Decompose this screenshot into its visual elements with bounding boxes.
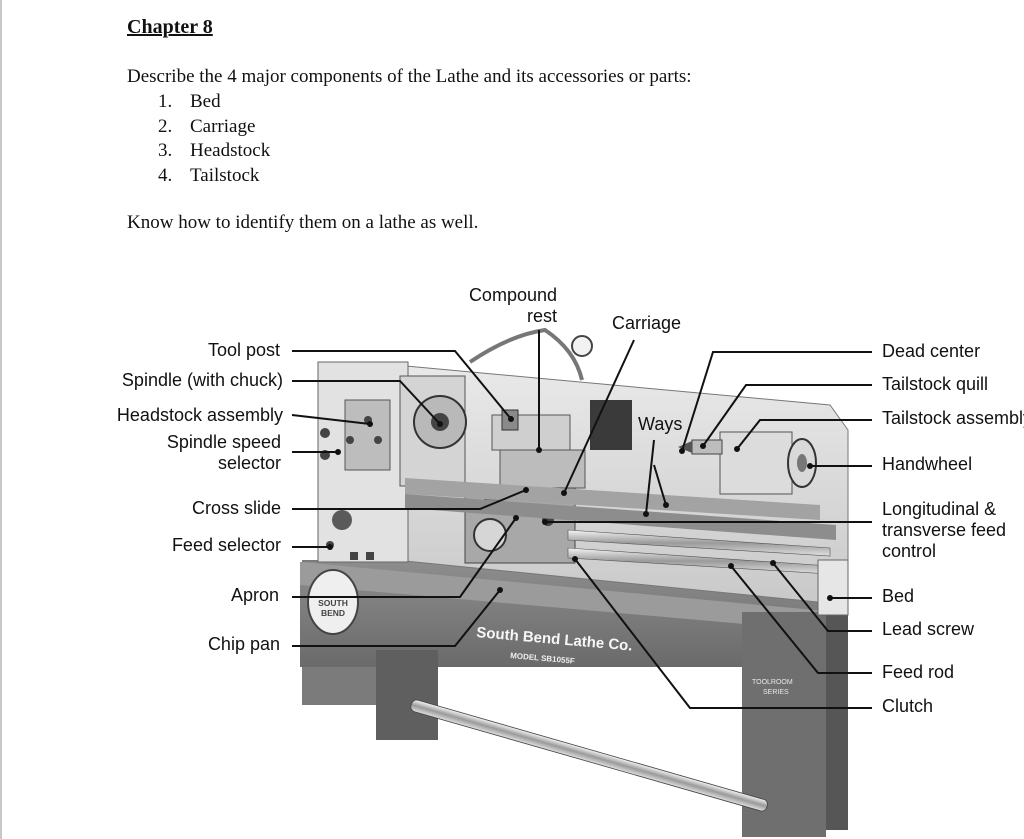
end-box [817, 559, 849, 616]
label-tailstock-quill: Tailstock quill [882, 374, 989, 394]
label-ways: Ways [638, 414, 683, 434]
leader-headstock [291, 414, 371, 425]
leader-chip-pan [292, 589, 501, 647]
leader-tailstock-quill [702, 384, 872, 447]
right-cabinet-side [826, 605, 848, 830]
dro-display [590, 400, 632, 450]
tailstock-body [719, 431, 793, 495]
chip-pan-lip [300, 562, 836, 632]
list-item: 2.Carriage [158, 115, 256, 137]
label-carriage: Carriage [612, 313, 682, 333]
label-handwheel: Handwheel [882, 454, 973, 474]
lead-screw [567, 529, 831, 557]
leader-clutch [574, 558, 872, 709]
leader-ways-b [653, 464, 667, 506]
label-dead-center: Dead center [882, 341, 981, 361]
leader-dots [327, 416, 833, 601]
left-leg [376, 650, 438, 740]
label-spindle-speed-selector: Spindle speed selector [166, 432, 281, 473]
leader-cross-slide [292, 489, 527, 510]
label-tool-post: Tool post [207, 340, 280, 360]
leader-feed-rod [730, 565, 872, 674]
bed-front [405, 494, 836, 540]
label-tailstock-assembly: Tailstock assembly [882, 408, 1024, 428]
page-edge [0, 0, 2, 839]
lathe-machine: SOUTH BEND South Bend Lathe Co. MODEL SB… [300, 327, 849, 837]
brand-badge: SOUTH BEND [307, 569, 359, 635]
bed-ways [405, 478, 820, 520]
tailstock-quill [691, 439, 723, 455]
label-lead-screw: Lead screw [882, 619, 975, 639]
list-item: 1.Bed [158, 91, 221, 112]
leader-apron [292, 517, 517, 598]
label-apron: Apron [230, 585, 279, 605]
leader-spindle [292, 380, 441, 425]
chapter-title: Chapter 8 [127, 16, 213, 38]
intro-text: Describe the 4 major components of the L… [127, 66, 692, 87]
svg-text:BEND: BEND [321, 608, 345, 618]
label-headstock-assembly: Headstock assembly [116, 405, 283, 425]
leader-dead-center [681, 351, 872, 452]
instruction-text: Know how to identify them on a lathe as … [127, 212, 479, 233]
label-bed: Bed [882, 586, 915, 606]
headstock-panel [344, 399, 391, 471]
label-feed-control: Longitudinal & transverse feed control [882, 499, 1007, 561]
leader-lines [291, 330, 872, 709]
apron-handwheel [473, 518, 507, 552]
leader-ways-a [645, 439, 655, 515]
series-plate-2: SERIES [763, 689, 789, 696]
leader-lead-screw [772, 562, 872, 632]
work-lamp [571, 335, 593, 357]
label-chip-pan: Chip pan [207, 634, 280, 654]
label-cross-slide: Cross slide [191, 498, 281, 518]
list-item: 3.Headstock [158, 140, 271, 161]
leader-carriage [563, 339, 635, 494]
svg-text:SOUTH: SOUTH [318, 598, 348, 608]
bottom-bar [410, 699, 768, 812]
label-compound-rest: Compound rest [468, 285, 557, 326]
dead-center [678, 441, 692, 453]
series-plate-1: TOOLROOM [752, 679, 793, 686]
leader-tool-post [292, 350, 512, 420]
label-spindle-chuck: Spindle (with chuck) [121, 370, 283, 390]
list-item: 4.Tailstock [158, 164, 260, 186]
label-feed-rod: Feed rod [882, 662, 955, 682]
lamp-arm [468, 327, 584, 381]
label-clutch: Clutch [882, 696, 934, 716]
components-list: 1.Bed 2.Carriage 3.Headstock 4.Tailstock [158, 90, 270, 188]
label-feed-selector: Feed selector [171, 535, 281, 555]
cross-slide-plate [499, 449, 586, 489]
leader-tailstock-assembly [736, 419, 872, 450]
